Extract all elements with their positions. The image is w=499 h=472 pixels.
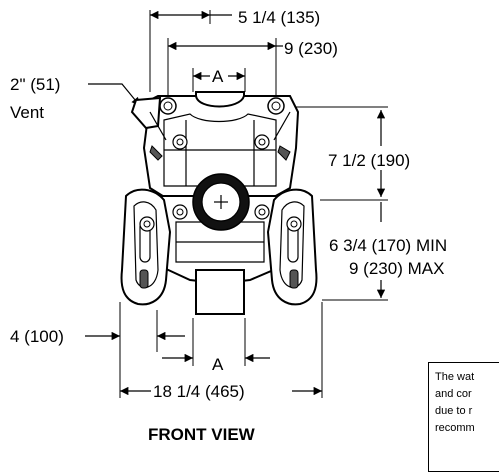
dim-height-max-label: 9 (230) MAX — [349, 259, 444, 278]
view-title: FRONT VIEW — [148, 425, 256, 444]
dim-height-min-label: 6 3/4 (170) MIN — [329, 236, 447, 255]
vent-callout: 2" (51) Vent — [10, 75, 141, 122]
dim-height-upper: 7 1/2 (190) — [292, 106, 410, 197]
dim-height-range: 6 3/4 (170) MIN 9 (230) MAX — [320, 199, 447, 301]
bolt-hole-lower-right-outer — [286, 216, 302, 232]
front-view-drawing: 5 1/4 (135) 9 (230) A 2" (51) Vent 7 1/2… — [10, 8, 447, 444]
note-line: The wat — [435, 371, 475, 383]
dim-spacing-top-label: A — [212, 67, 224, 86]
dim-left-offset: 4 (100) — [10, 302, 185, 398]
dim-top-offset-label: 5 1/4 (135) — [238, 8, 320, 27]
dim-mount-width-label: 9 (230) — [284, 39, 338, 58]
bolt-hole-lower-left-inner — [172, 204, 188, 220]
bolt-hole-top-right — [267, 97, 285, 115]
dim-overall-width: 18 1/4 (465) — [120, 302, 323, 401]
bolt-hole-upper-right — [254, 134, 270, 150]
note-line: and cor — [435, 388, 472, 400]
dim-height-upper-label: 7 1/2 (190) — [328, 151, 410, 170]
dim-top-offset: 5 1/4 (135) — [149, 8, 320, 92]
dim-left-offset-label: 4 (100) — [10, 327, 64, 346]
dim-overall-width-label: 18 1/4 (465) — [153, 382, 245, 401]
dim-spacing-bottom: A — [162, 318, 270, 374]
fixture-outline — [120, 91, 318, 315]
bolt-hole-upper-left — [172, 134, 188, 150]
note-line: due to r — [435, 405, 473, 417]
bolt-hole-lower-left-outer — [139, 216, 155, 232]
vent-size-label: 2" (51) — [10, 75, 60, 94]
note-line: recomm — [435, 422, 475, 434]
dim-spacing-bottom-label: A — [212, 355, 224, 374]
vent-label: Vent — [10, 103, 44, 122]
dim-mount-width: 9 (230) — [167, 38, 338, 100]
bolt-hole-lower-right-inner — [254, 204, 270, 220]
dim-spacing-top: A — [192, 67, 246, 92]
bolt-holes — [139, 97, 302, 232]
note-box: The wat and cor due to r recomm — [428, 362, 499, 472]
bolt-hole-top-left — [159, 97, 177, 115]
